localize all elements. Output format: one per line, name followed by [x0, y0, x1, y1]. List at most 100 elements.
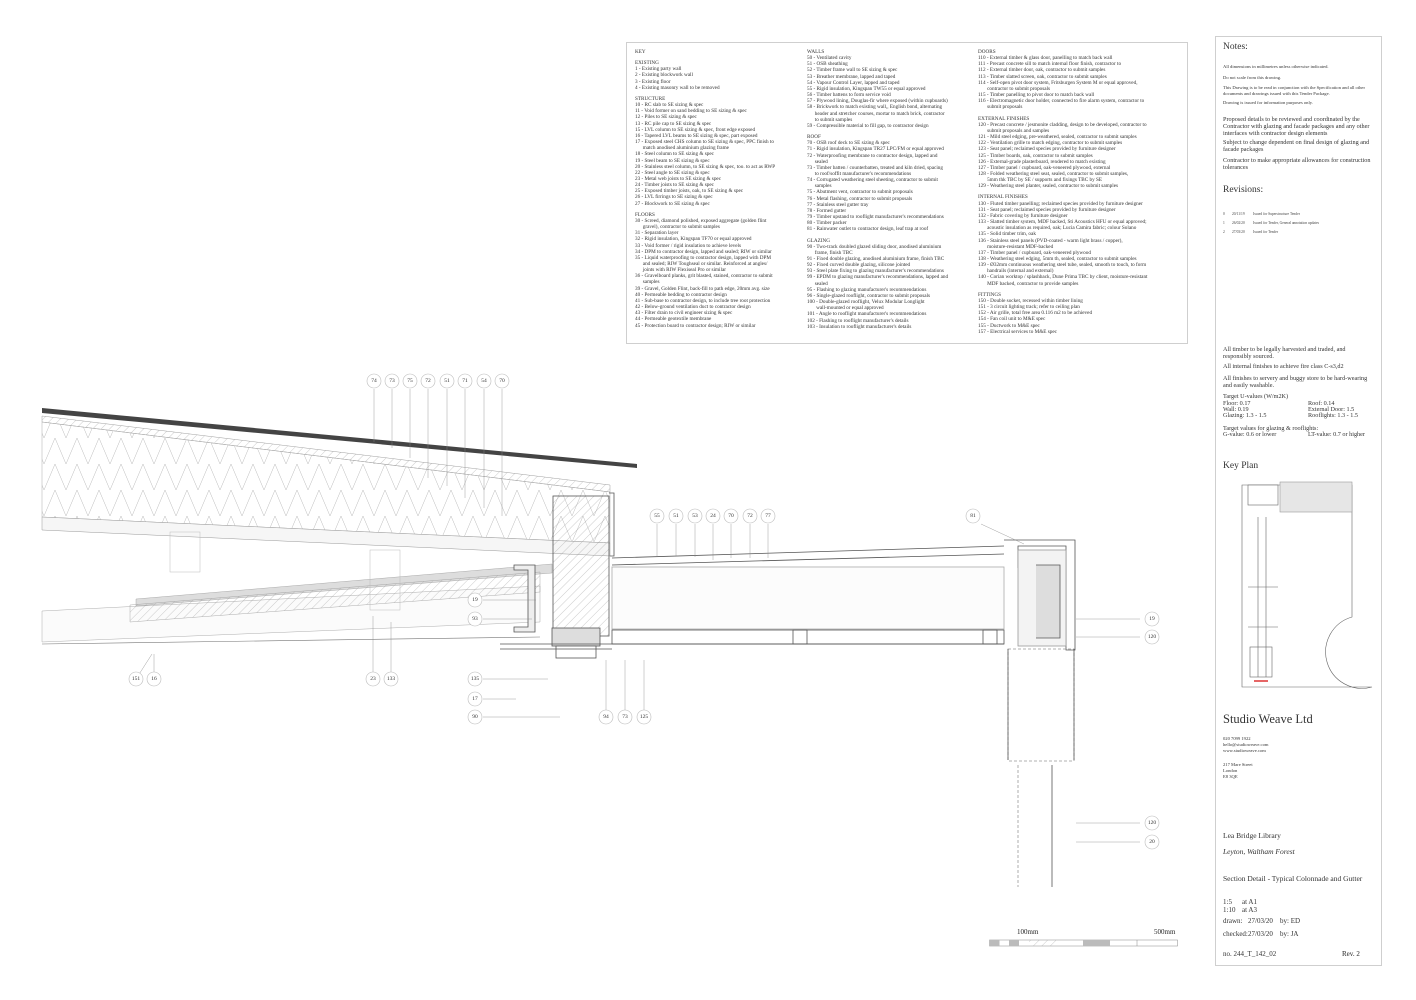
key-item: 72 - Waterproofing membrane to contracto… [807, 152, 938, 165]
key-item: 92 - Fixed curved double glazing, silico… [807, 262, 911, 269]
key-item: 70 - OSB roof deck to SE sizing & spec [807, 140, 890, 147]
notes-main-1: Proposed details to be reviewed and coor… [1223, 116, 1370, 137]
key-item: 26 - LVL firrings to SE sizing & spec [635, 194, 713, 201]
key-item: 25 - Exposed timber joists, oak, to SE s… [635, 188, 744, 195]
callout-bubble: 120 [1144, 815, 1160, 831]
scalebar-label-100mm: 100mm [1017, 928, 1039, 936]
key-item: 127 - Timber panel / cupboard, oak-venee… [978, 164, 1111, 171]
key-item: 45 - Protection board to contractor desi… [635, 322, 756, 329]
revisions-title: Revisions: [1223, 185, 1264, 195]
callout-bubble: 23 [365, 671, 381, 687]
svg-text:72: 72 [425, 378, 431, 384]
svg-text:55: 55 [654, 513, 660, 519]
notes-small-1: All dimensions in millimetres unless oth… [1223, 64, 1329, 69]
svg-text:24: 24 [710, 513, 716, 519]
callout-bubble: 94 [598, 709, 614, 725]
key-item: 151 - 3 circuit lighting track; refer to… [978, 304, 1080, 311]
callout-bubble: 77 [760, 508, 776, 524]
key-item: 15 - LVL column to SE sizing & spec, fro… [635, 126, 756, 133]
key-section-heading: KEY [635, 49, 646, 55]
svg-text:77: 77 [765, 513, 771, 519]
key-item: 79 - Timber upstand to rooflight manufac… [807, 214, 944, 221]
key-item: 43 - Filter drain to civil engineer sizi… [635, 310, 733, 317]
key-item: 115 - Timber panelling to pivot door to … [978, 92, 1095, 99]
key-item: 12 - Piles to SE sizing & spec [635, 114, 697, 121]
key-item: 35 - Liquid waterproofing to contractor … [635, 254, 771, 274]
revision-label: Rev. 2 [1342, 950, 1360, 958]
key-item: 101 - Angle to rooflight manufacturer's … [807, 311, 927, 318]
key-item: 24 - Timber joists to SE sizing & spec [635, 182, 714, 189]
key-item: 136 - Stainless steel panels (PVD-coated… [978, 237, 1123, 250]
callout-bubble: 120 [1144, 629, 1160, 645]
key-item: 80 - Timber packer [807, 220, 847, 227]
title-block: Notes: All dimensions in millimetres unl… [1215, 36, 1382, 966]
scale-bar [989, 939, 1178, 947]
colonnade-column [1004, 539, 1076, 887]
key-item: 157 - Electrical services to M&E spec [978, 328, 1057, 335]
svg-text:70: 70 [499, 378, 505, 384]
callout-bubble: 51 [439, 373, 455, 389]
svg-text:74: 74 [371, 378, 377, 384]
key-item: 52 - Timber frame wall to SE sizing & sp… [807, 67, 898, 74]
studio-phone: 020 7099 1922 [1223, 736, 1251, 741]
callout-bubble: 151 [128, 671, 144, 687]
svg-text:93: 93 [472, 616, 478, 622]
key-item: 54 - Vapour Control Layer, lapped and ta… [807, 79, 900, 86]
key-item: 155 - Ductwork to M&E spec [978, 322, 1040, 329]
uvalues-title: Target U-values (W/m2K) [1223, 393, 1289, 400]
callout-bubble: 90 [467, 709, 483, 725]
callout-bubble: 73 [617, 709, 633, 725]
callout-bubble: 75 [402, 373, 418, 389]
callouts-bottom: 151 16 23 133 94 73 125 [128, 671, 652, 725]
callout-bubble: 20 [1144, 834, 1160, 850]
svg-text:20: 20 [1149, 839, 1155, 845]
callout-bubble: 54 [476, 373, 492, 389]
key-item: 41 - Sub-base to contractor design, to i… [635, 297, 771, 304]
key-item: 120 - Precast concrete / jesmonite cladd… [978, 121, 1147, 134]
key-item: 32 - Rigid insulation, Kingspan TF70 or … [635, 236, 752, 243]
key-item: 123 - Seat panel; reclaimed species prov… [978, 146, 1116, 153]
studio-address-2: London [1223, 768, 1238, 773]
notes2-finishes: All finishes to servery and buggy store … [1223, 375, 1368, 389]
project-location: Leyton, Waltham Forest [1223, 847, 1295, 856]
key-item: 11 - Void former on sand bedding to SE s… [635, 108, 747, 115]
key-item: 102 - Flashing to rooflight manufacturer… [807, 317, 909, 324]
key-item: 133 - Slatted timber system, MDF backed,… [978, 219, 1147, 232]
key-item: 137 - Timber panel / cupboard, oak-venee… [978, 249, 1091, 256]
key-section-heading: GLAZING [807, 237, 831, 244]
key-item: 122 - Ventilation grille to match edging… [978, 140, 1123, 147]
svg-text:75: 75 [407, 378, 413, 384]
svg-text:71: 71 [462, 378, 468, 384]
key-item: 1 - Existing party wall [635, 66, 682, 73]
key-item: 10 - RC slab to SE sizing & spec [635, 102, 704, 109]
callout-bubble: 51 [668, 508, 684, 524]
key-item: 95 - Flashing to glazing manufacturer's … [807, 286, 927, 293]
callout-bubble: 70 [723, 508, 739, 524]
key-item: 81 - Rainwater outlet to contractor desi… [807, 226, 929, 233]
notes-small-4: Drawing is issued for information purpos… [1223, 100, 1313, 105]
callout-bubble: 133 [383, 671, 399, 687]
glazing-targets-title: Target values for glazing & rooflights: [1223, 425, 1319, 432]
svg-text:51: 51 [444, 378, 450, 384]
callout-bubble: 125 [636, 709, 652, 725]
key-item: 31 - Separation layer [635, 230, 679, 237]
key-item: 50 - Ventilated cavity [807, 55, 852, 62]
key-section-heading: DOORS [978, 49, 996, 55]
key-item: 138 - Weathering steel edging, 5mm th, s… [978, 256, 1137, 262]
key-item: 17 - Exposed steel CHS column to SE sizi… [635, 139, 774, 152]
key-item: 130 - Fluted timber panelling; reclaimed… [978, 200, 1143, 207]
callout-bubble: 73 [384, 373, 400, 389]
studio-web: www.studioweave.com [1223, 748, 1266, 753]
key-item: 40 - Permeable bedding to contractor des… [635, 291, 727, 298]
key-item: 91 - Fixed double glazing, anodised alum… [807, 256, 945, 262]
callouts-right: 19 120 120 20 [1144, 611, 1160, 850]
notes2-fire: All internal finishes to achieve fire cl… [1223, 363, 1344, 370]
key-item: 20 - Stainless steel column, to SE sizin… [635, 163, 776, 170]
